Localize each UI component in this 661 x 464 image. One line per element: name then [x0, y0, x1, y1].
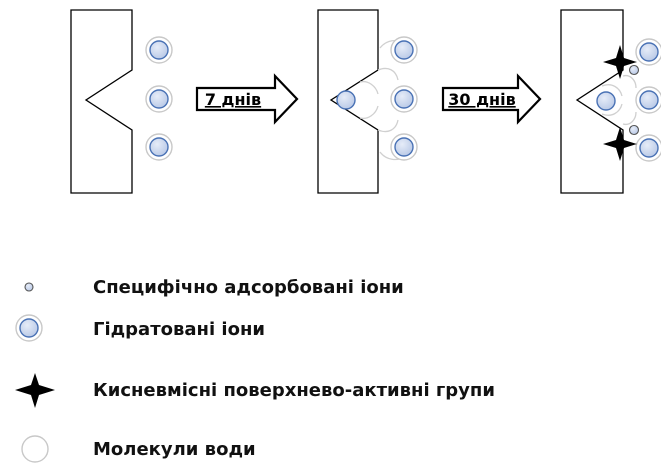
- arrow-30-days: 30 днів: [441, 73, 542, 125]
- arrow-label-2: 30 днів: [448, 90, 515, 109]
- stage-2: [317, 9, 418, 194]
- hydrated-ion-1b: [145, 85, 173, 113]
- legend-item-water-molecules: Молекули води: [21, 435, 256, 463]
- hydrated-ion-2c: [390, 133, 418, 161]
- hydrated-ion-1a: [145, 36, 173, 64]
- hydrated-ion-icon: [15, 314, 43, 342]
- electrode-plate-3: [560, 9, 624, 194]
- legend-item-specific-ions: Специфічно адсорбовані іони: [24, 277, 404, 298]
- hydrated-ion-2b: [390, 85, 418, 113]
- legend-item-oxygen-groups: Кисневмісні поверхнево-активні групи: [15, 373, 495, 408]
- hydrated-ion-3a: [635, 38, 661, 66]
- legend-label-hydrated-ions: Гідратовані іони: [93, 319, 265, 340]
- small-ion-3a: [628, 64, 640, 76]
- adsorbed-ion-3: [596, 91, 616, 111]
- star-icon-3a: [603, 45, 637, 79]
- hydrated-ion-3b: [635, 86, 661, 114]
- stage-3: [560, 9, 661, 194]
- adsorbed-ion-2: [336, 90, 356, 110]
- arrow-7-days: 7 днів: [195, 73, 299, 125]
- star-icon-3b: [603, 127, 637, 161]
- legend-item-hydrated-ions: Гідратовані іони: [15, 314, 265, 342]
- electrode-plate-2: [317, 9, 379, 194]
- legend-label-specific-ions: Специфічно адсорбовані іони: [93, 277, 404, 298]
- legend-label-water-molecules: Молекули води: [93, 439, 256, 460]
- electrode-plate-1: [70, 9, 133, 194]
- hydrated-ion-2a: [390, 36, 418, 64]
- legend-label-oxygen-groups: Кисневмісні поверхнево-активні групи: [93, 380, 495, 401]
- star-icon: [15, 373, 55, 408]
- small-ion-icon: [24, 282, 34, 292]
- arrow-label-1: 7 днів: [205, 90, 261, 109]
- water-molecule-shells-3: [601, 74, 637, 126]
- legend: Специфічно адсорбовані іони Гідратовані …: [15, 277, 495, 463]
- hydrated-ion-3c: [635, 134, 661, 162]
- small-ion-3b: [628, 124, 640, 136]
- stage-1: [70, 9, 173, 194]
- hydrated-ion-1c: [145, 133, 173, 161]
- water-molecule-icon: [21, 435, 49, 463]
